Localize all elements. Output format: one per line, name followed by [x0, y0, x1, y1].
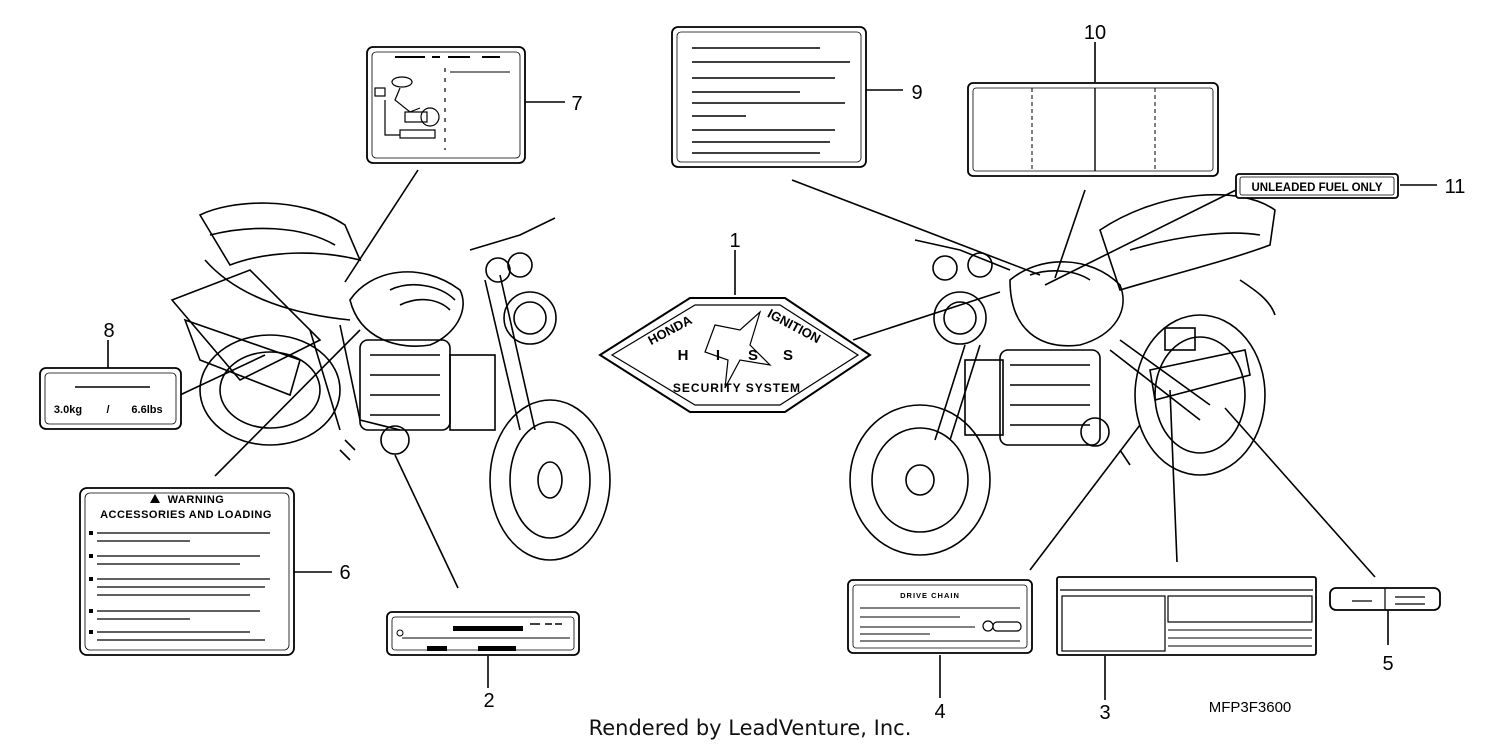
callout-numbers: 1 2 3 4 5 6 7 8 9 10 11 — [103, 22, 1465, 724]
hiss-letter-h: H — [678, 347, 689, 364]
label-4-drive-chain-decal: DRIVE CHAIN — [847, 579, 1033, 654]
load-sep-text: / — [106, 404, 109, 416]
callout-2: 2 — [483, 690, 494, 712]
label-6-warning-decal: WARNING ACCESSORIES AND LOADING — [79, 487, 295, 656]
label-8-load-decal: 3.0kg / 6.6lbs — [39, 367, 182, 430]
load-lbs-text: 6.6lbs — [131, 404, 162, 416]
callout-1: 1 — [729, 230, 740, 252]
label-10-decal — [967, 82, 1219, 177]
label-7-decal — [366, 46, 526, 164]
credit-text: Rendered by LeadVenture, Inc. — [588, 716, 912, 740]
hiss-letter-s1: S — [748, 347, 758, 364]
label-3-decal — [1056, 576, 1317, 656]
label-2-decal — [386, 611, 580, 656]
label-9-decal — [671, 26, 867, 168]
callout-11: 11 — [1445, 176, 1466, 198]
label-11-fuel-decal: UNLEADED FUEL ONLY — [1235, 173, 1399, 199]
hiss-letter-i: I — [716, 347, 720, 364]
callout-8: 8 — [103, 320, 114, 342]
warning-subtitle-text: ACCESSORIES AND LOADING — [100, 509, 272, 521]
warning-triangle-icon — [150, 494, 160, 503]
load-kg-text: 3.0kg — [54, 404, 82, 416]
label-1-hiss-decal: HONDA IGNITION H I S S SECURITY SYSTEM — [598, 297, 872, 413]
chain-tool-icon — [982, 620, 1022, 632]
callout-5: 5 — [1382, 653, 1393, 675]
fuel-label-text: UNLEADED FUEL ONLY — [1252, 182, 1383, 194]
callout-4: 4 — [934, 701, 945, 723]
hiss-bottom-text: SECURITY SYSTEM — [673, 381, 801, 395]
label-5-decal — [1329, 587, 1441, 611]
hiss-letter-s2: S — [783, 347, 793, 364]
leader-lines — [107, 42, 1437, 700]
callout-6: 6 — [339, 562, 350, 584]
right-motorcycle — [849, 193, 1276, 556]
valve-icon — [374, 76, 440, 139]
warning-title-text: WARNING — [168, 494, 225, 506]
left-motorcycle — [170, 202, 611, 561]
drive-chain-text: DRIVE CHAIN — [900, 591, 960, 600]
callout-9: 9 — [911, 82, 922, 104]
callout-10: 10 — [1084, 22, 1106, 44]
diagram-code: MFP3F3600 — [1209, 699, 1292, 716]
hiss-key-icon — [704, 310, 772, 389]
callout-7: 7 — [571, 93, 582, 115]
callout-3: 3 — [1099, 702, 1110, 724]
